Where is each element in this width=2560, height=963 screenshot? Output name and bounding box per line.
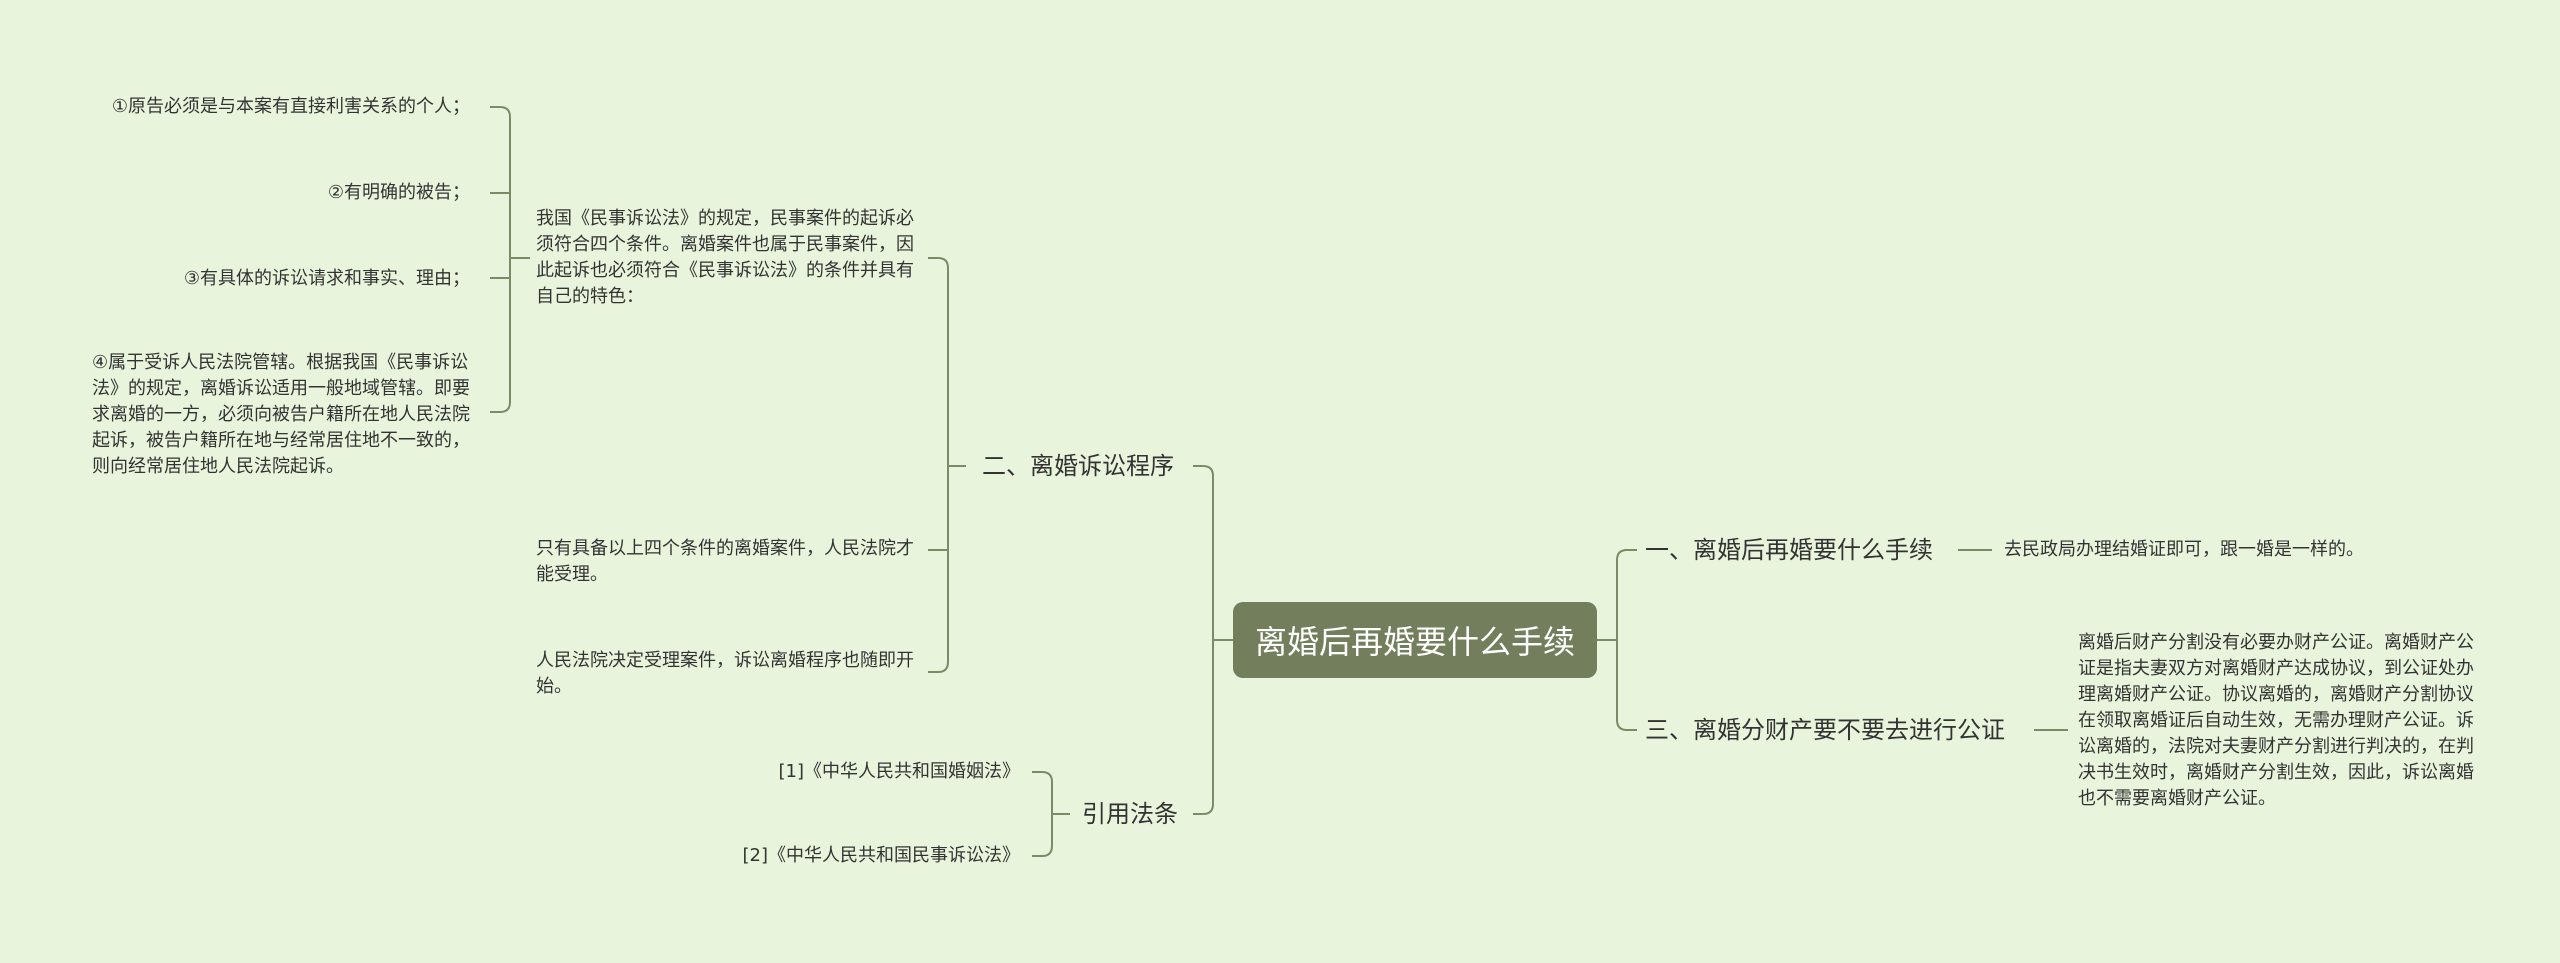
branch-notary[interactable]: 三、离婚分财产要不要去进行公证 bbox=[1645, 716, 2005, 744]
condition-2: ②有明确的被告； bbox=[327, 182, 470, 203]
branch-remarriage[interactable]: 一、离婚后再婚要什么手续 bbox=[1645, 536, 1933, 564]
connector-root-right bbox=[1597, 549, 1637, 731]
law-2: [2]《中华人民共和国民事诉讼法》 bbox=[742, 845, 1021, 866]
procedure-acceptance: 只有具备以上四个条件的离婚案件，人民法院才能受理。 bbox=[536, 538, 914, 585]
root-title: 离婚后再婚要什么手续 bbox=[1254, 623, 1575, 661]
law-1: [1]《中华人民共和国婚姻法》 bbox=[778, 761, 1021, 782]
procedure-start: 人民法院决定受理案件，诉讼离婚程序也随即开始。 bbox=[536, 650, 914, 697]
connector-procedure bbox=[928, 257, 966, 673]
procedure-intro: 我国《民事诉讼法》的规定，民事案件的起诉必须符合四个条件。离婚案件也属于民事案件… bbox=[536, 208, 914, 307]
connector-conditions bbox=[490, 106, 530, 413]
connector-root-left bbox=[1193, 465, 1233, 815]
branch-procedure[interactable]: 二、离婚诉讼程序 bbox=[982, 452, 1174, 480]
notary-answer: 离婚后财产分割没有必要办财产公证。离婚财产公证是指夫妻双方对离婚财产达成协议，到… bbox=[2078, 632, 2474, 809]
remarriage-answer: 去民政局办理结婚证即可，跟一婚是一样的。 bbox=[2004, 539, 2364, 560]
condition-1: ①原告必须是与本案有直接利害关系的个人； bbox=[111, 96, 470, 117]
root-node[interactable]: 离婚后再婚要什么手续 bbox=[1233, 602, 1597, 678]
branch-laws[interactable]: 引用法条 bbox=[1082, 800, 1178, 828]
condition-3: ③有具体的诉讼请求和事实、理由； bbox=[183, 268, 470, 289]
condition-4: ④属于受诉人民法院管辖。根据我国《民事诉讼法》的规定，离婚诉讼适用一般地域管辖。… bbox=[92, 352, 470, 477]
connector-laws bbox=[1032, 771, 1070, 857]
